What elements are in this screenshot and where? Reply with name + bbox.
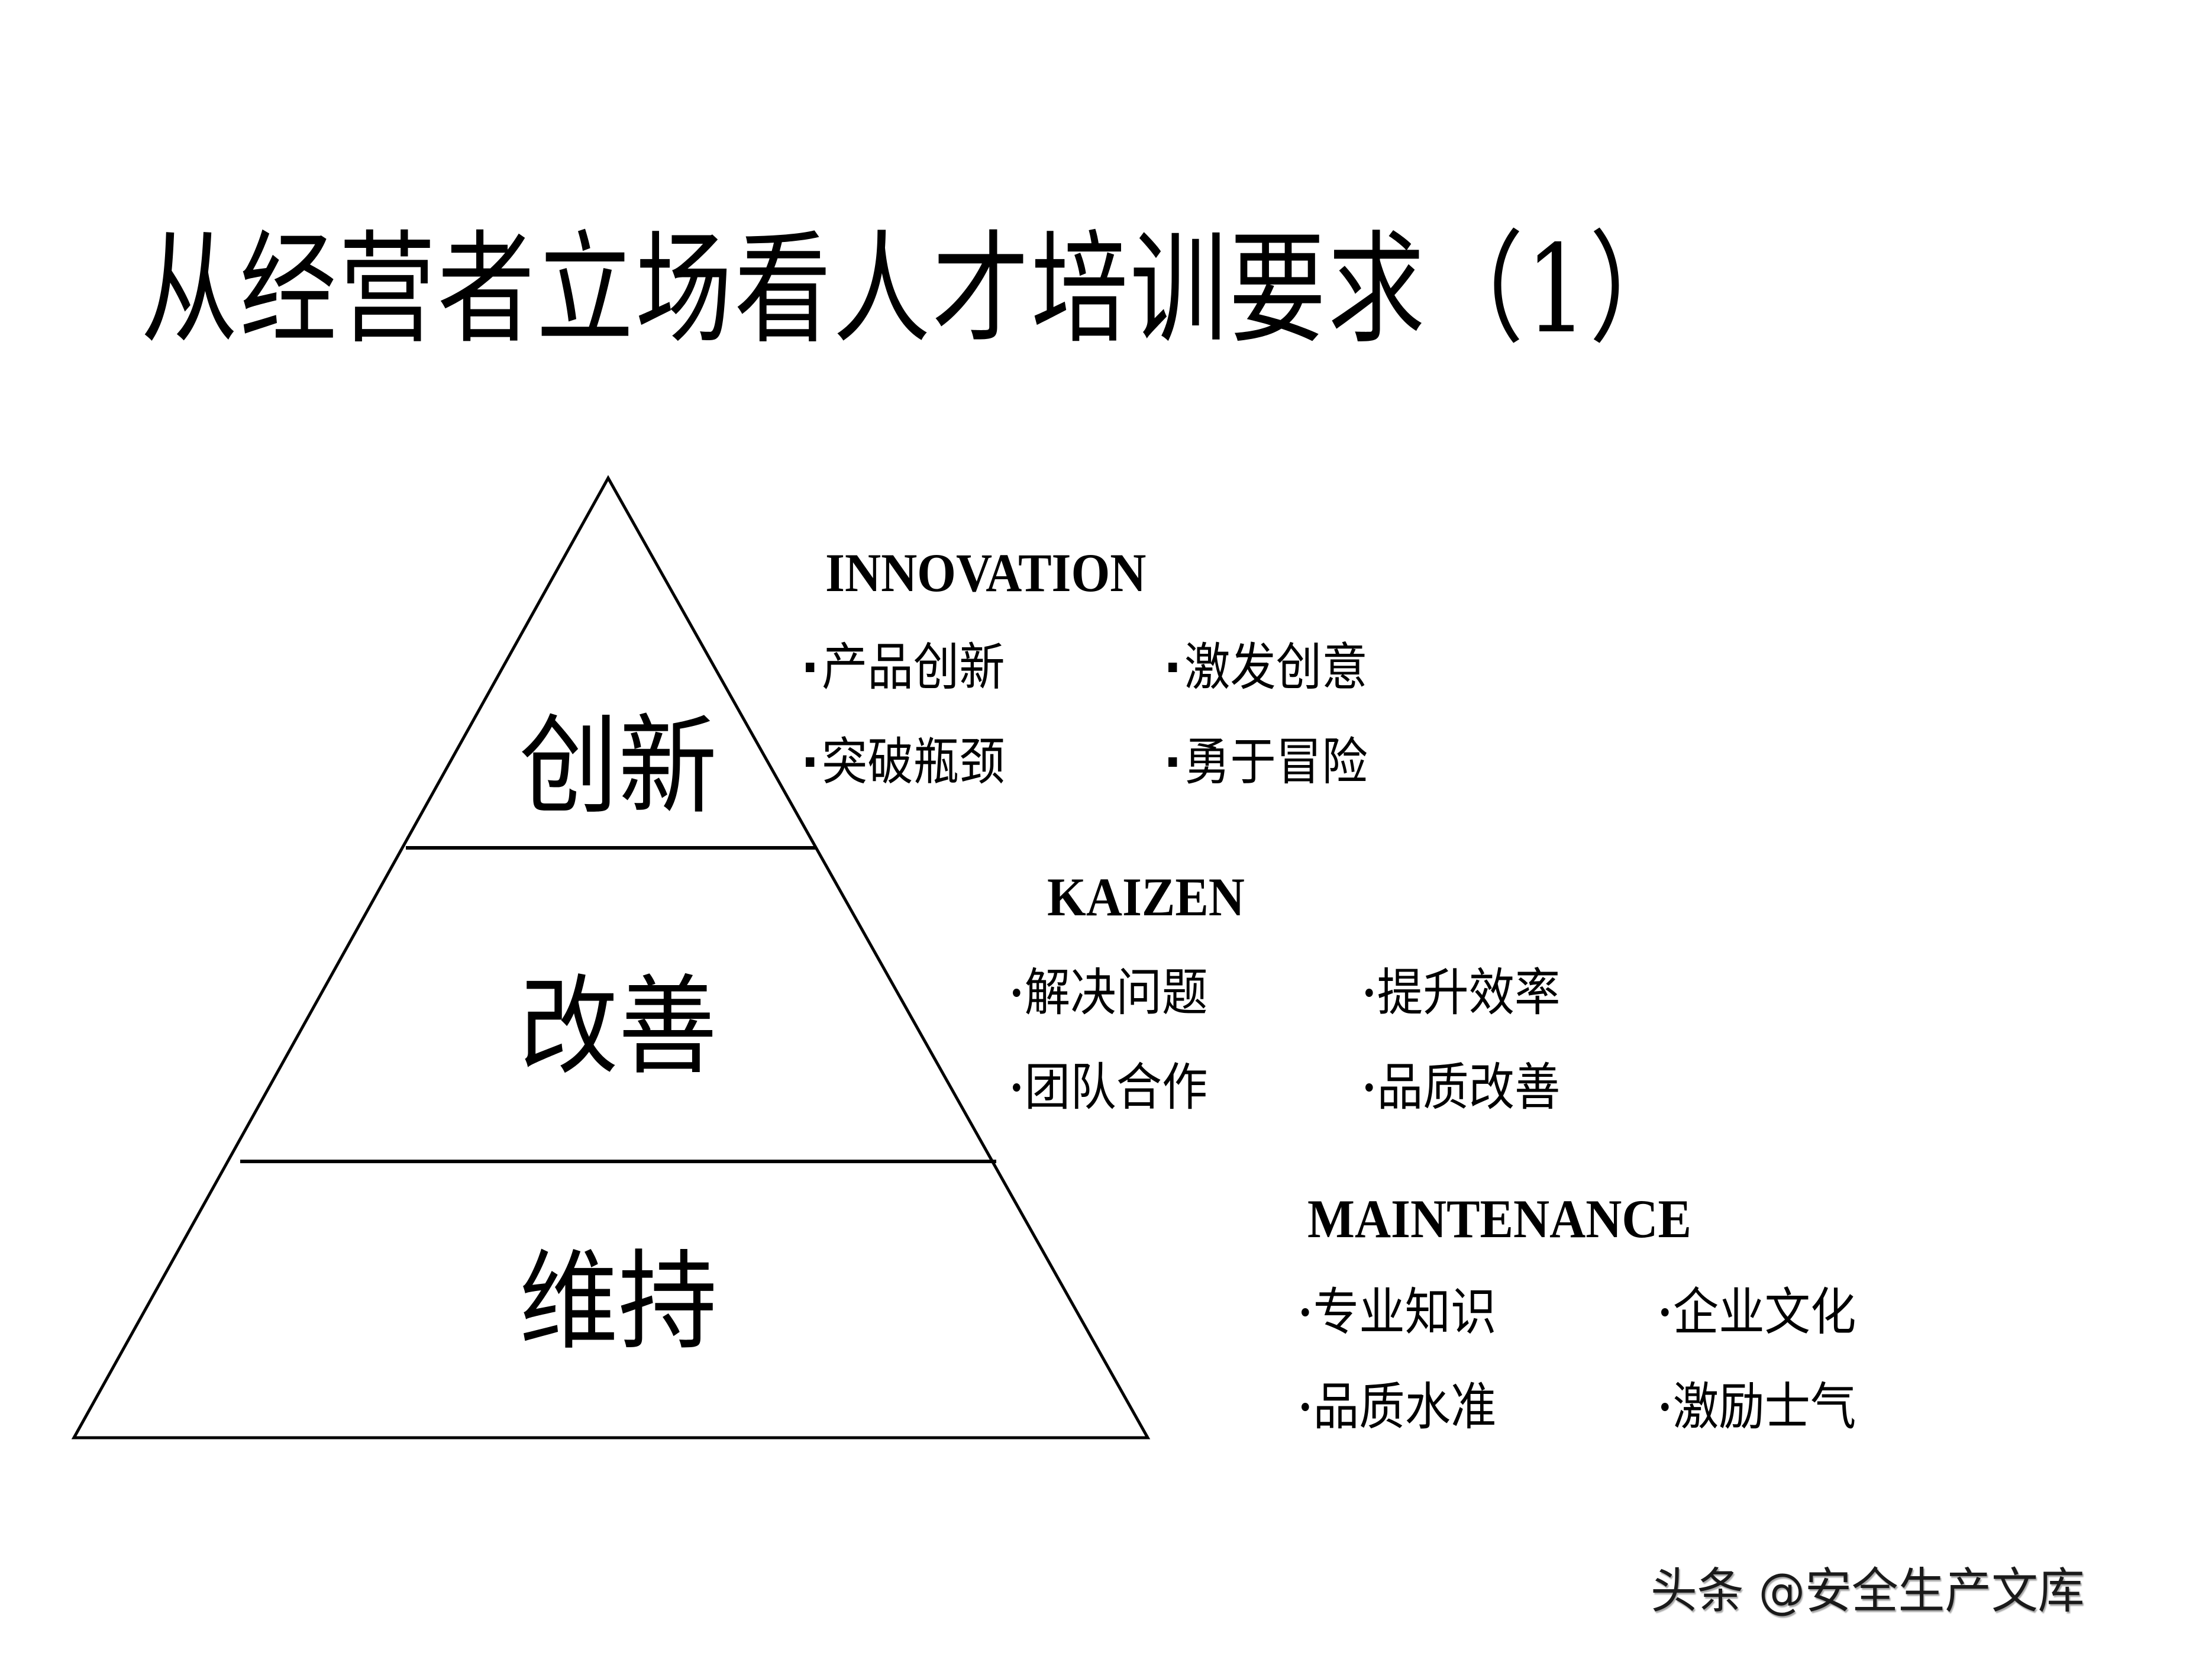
bullet-item: 激励士气 [1661, 1377, 1856, 1437]
bullet-square-icon [806, 663, 815, 672]
bullet-text: 激励士气 [1672, 1377, 1856, 1437]
bullet-text: 企业文化 [1672, 1283, 1856, 1342]
bullet-text: 突破瓶颈 [822, 732, 1005, 792]
slide-title: 从经营者立场看人才培训要求（1） [141, 220, 1688, 360]
bullet-text: 产品创新 [822, 638, 1005, 697]
section-heading-maintenance: MAINTENANCE [1307, 1189, 1691, 1249]
bullet-item: 激发创意 [1168, 638, 1368, 697]
bullet-item: 专业知识 [1302, 1283, 1496, 1342]
bullet-square-icon [806, 757, 815, 767]
section-heading-kaizen: KAIZEN [1047, 867, 1245, 927]
bullet-square-icon [1168, 663, 1177, 672]
bullet-item: 提升效率 [1365, 963, 1560, 1022]
bullet-item: 企业文化 [1661, 1283, 1856, 1342]
bullet-text: 团队合作 [1024, 1058, 1208, 1117]
bullet-item: 品质水准 [1302, 1377, 1496, 1437]
bullet-item: 突破瓶颈 [806, 732, 1005, 792]
source-watermark: 头条 @安全生产文库 [1651, 1563, 2085, 1619]
pyramid-tier-kaizen: 改善 [519, 964, 718, 1089]
pyramid-outline [71, 475, 1151, 1439]
bullet-item: 品质改善 [1365, 1058, 1560, 1117]
bullet-text: 解决问题 [1024, 963, 1208, 1022]
bullet-item: 团队合作 [1013, 1058, 1207, 1117]
bullet-square-icon [1168, 757, 1177, 767]
bullet-item: 产品创新 [806, 638, 1005, 697]
section-heading-innovation: INNOVATION [825, 543, 1147, 603]
bullet-dot-icon [1302, 1403, 1309, 1411]
bullet-dot-icon [1661, 1308, 1669, 1316]
bullet-item: 解决问题 [1013, 963, 1207, 1022]
bullet-dot-icon [1661, 1403, 1669, 1411]
bullet-text: 品质改善 [1377, 1058, 1561, 1117]
bullet-dot-icon [1013, 1083, 1021, 1092]
bullet-dot-icon [1365, 1083, 1373, 1092]
bullet-text: 提升效率 [1377, 963, 1561, 1022]
bullet-item: 勇于冒险 [1168, 732, 1368, 792]
bullet-text: 品质水准 [1313, 1377, 1497, 1437]
bullet-dot-icon [1302, 1308, 1309, 1316]
bullet-text: 专业知识 [1313, 1283, 1497, 1342]
pyramid-tier-innovation: 创新 [519, 703, 718, 829]
bullet-dot-icon [1365, 989, 1373, 997]
bullet-text: 激发创意 [1184, 638, 1368, 697]
bullet-text: 勇于冒险 [1184, 732, 1368, 792]
bullet-dot-icon [1013, 989, 1021, 997]
pyramid-tier-maintenance: 维持 [519, 1239, 718, 1364]
